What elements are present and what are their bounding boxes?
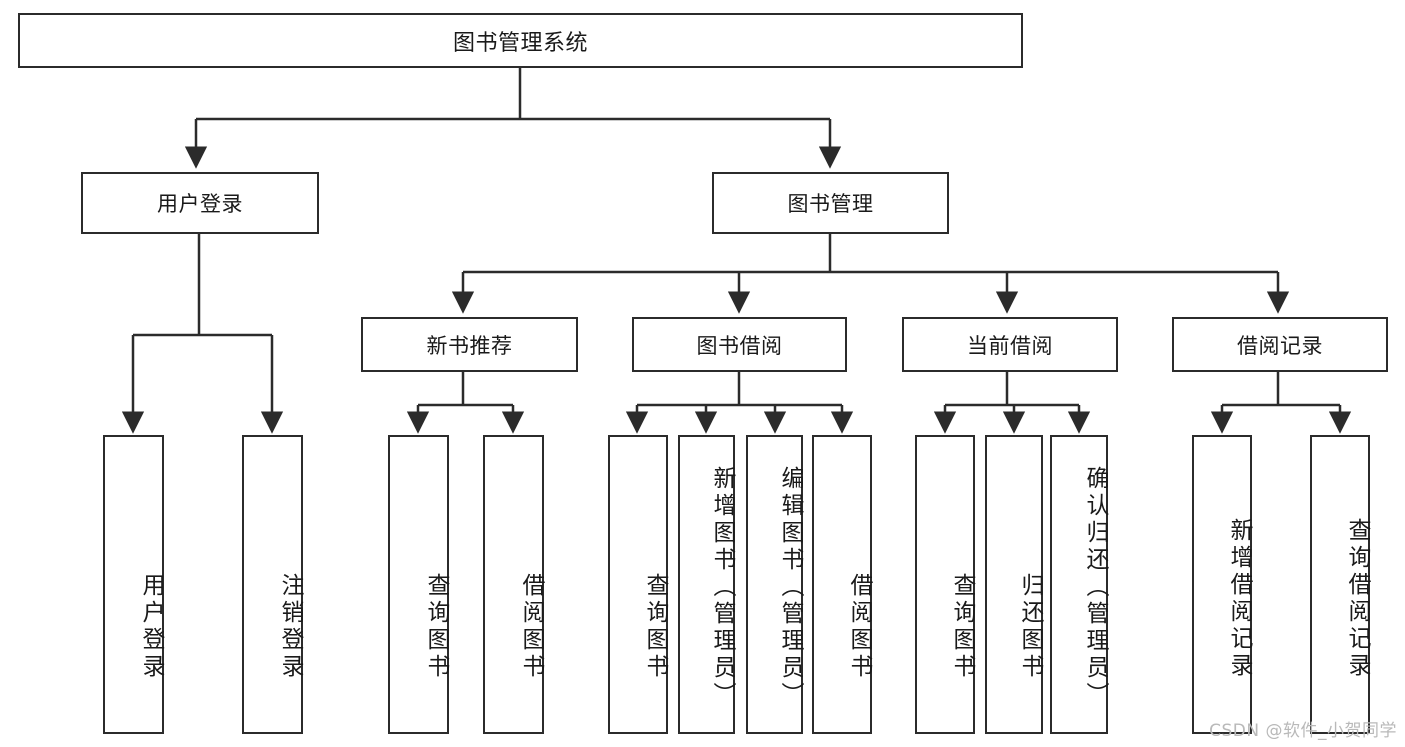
node-leaf-query-book-1-label: 查询图书 <box>423 572 449 681</box>
node-leaf-borrow-book-2-label: 借阅图书 <box>846 572 872 681</box>
node-leaf-return-book[interactable]: 归还图书 <box>985 435 1043 734</box>
node-leaf-confirm-return-label: 确认归还（管理员） <box>1082 466 1108 709</box>
node-current-borrow-label: 当前借阅 <box>967 333 1053 358</box>
node-leaf-query-book-2-label: 查询图书 <box>642 572 668 681</box>
node-borrow-record-label: 借阅记录 <box>1237 333 1323 358</box>
node-new-book-recommend-label: 新书推荐 <box>426 333 513 358</box>
node-leaf-edit-book[interactable]: 编辑图书（管理员） <box>746 435 803 734</box>
node-leaf-add-book-label: 新增图书（管理员） <box>709 466 735 709</box>
node-leaf-user-login-label: 用户登录 <box>138 572 164 681</box>
node-leaf-query-record-label: 查询借阅记录 <box>1344 517 1370 680</box>
node-leaf-logout-login-label: 注销登录 <box>277 572 303 681</box>
node-book-borrow[interactable]: 图书借阅 <box>632 317 847 372</box>
node-leaf-return-book-label: 归还图书 <box>1017 572 1043 681</box>
node-leaf-logout-login[interactable]: 注销登录 <box>242 435 303 734</box>
node-leaf-add-record-label: 新增借阅记录 <box>1226 517 1252 680</box>
node-leaf-borrow-book-2[interactable]: 借阅图书 <box>812 435 872 734</box>
csdn-watermark: CSDN @软件_小贺同学 <box>1209 721 1397 741</box>
node-leaf-add-record[interactable]: 新增借阅记录 <box>1192 435 1252 734</box>
node-root[interactable]: 图书管理系统 <box>18 13 1023 68</box>
node-leaf-borrow-book-1[interactable]: 借阅图书 <box>483 435 544 734</box>
node-book-borrow-label: 图书借阅 <box>696 333 783 358</box>
node-leaf-add-book[interactable]: 新增图书（管理员） <box>678 435 735 734</box>
node-leaf-user-login[interactable]: 用户登录 <box>103 435 164 734</box>
node-user-login-label: 用户登录 <box>157 192 243 216</box>
node-leaf-query-book-3-label: 查询图书 <box>949 572 975 681</box>
node-leaf-query-book-3[interactable]: 查询图书 <box>915 435 975 734</box>
node-user-login[interactable]: 用户登录 <box>81 172 319 234</box>
node-leaf-query-record[interactable]: 查询借阅记录 <box>1310 435 1370 734</box>
node-leaf-query-book-1[interactable]: 查询图书 <box>388 435 449 734</box>
node-leaf-confirm-return[interactable]: 确认归还（管理员） <box>1050 435 1108 734</box>
node-root-label: 图书管理系统 <box>452 30 588 56</box>
node-current-borrow[interactable]: 当前借阅 <box>902 317 1118 372</box>
node-borrow-record[interactable]: 借阅记录 <box>1172 317 1388 372</box>
node-new-book-recommend[interactable]: 新书推荐 <box>361 317 578 372</box>
node-leaf-edit-book-label: 编辑图书（管理员） <box>777 466 803 709</box>
node-leaf-borrow-book-1-label: 借阅图书 <box>518 572 544 681</box>
node-leaf-query-book-2[interactable]: 查询图书 <box>608 435 668 734</box>
node-book-management-label: 图书管理 <box>787 192 874 216</box>
node-book-management[interactable]: 图书管理 <box>712 172 949 234</box>
